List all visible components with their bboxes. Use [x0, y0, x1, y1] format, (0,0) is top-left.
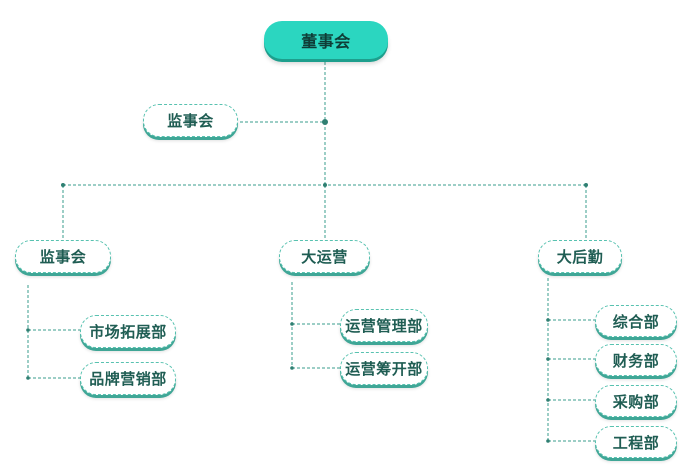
dept-node-market-expansion: 市场拓展部: [80, 315, 176, 348]
board-node: 董事会: [264, 21, 388, 59]
dept-node-engineering: 工程部: [595, 426, 677, 458]
branch-node-2: 大运营: [279, 240, 370, 273]
branch-node-1: 监事会: [15, 240, 111, 273]
dept-node-finance: 财务部: [595, 344, 677, 376]
dept-node-operations-prep: 运营筹开部: [340, 352, 428, 385]
branch-node-3: 大后勤: [538, 240, 622, 273]
dept-node-purchasing: 采购部: [595, 385, 677, 417]
dept-node-brand-marketing: 品牌营销部: [80, 362, 176, 395]
supervisor-node: 监事会: [143, 104, 238, 137]
dept-node-operations-mgmt: 运营管理部: [340, 309, 428, 342]
dept-node-general-affairs: 综合部: [595, 305, 677, 337]
